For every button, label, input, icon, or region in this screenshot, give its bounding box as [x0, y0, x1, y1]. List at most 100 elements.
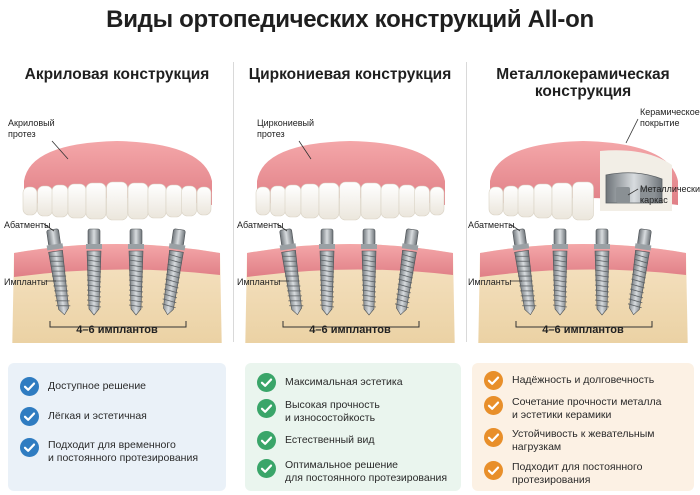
- implant-thread: [319, 269, 335, 273]
- label-implants: Импланты: [468, 277, 512, 287]
- tooth: [106, 181, 128, 221]
- page-title: Виды ортопедических конструкций All-on: [106, 6, 594, 33]
- tooth: [398, 184, 416, 218]
- check-icon: [257, 431, 276, 450]
- implant-thread: [319, 259, 335, 263]
- implant-thread: [86, 264, 102, 268]
- implant-thread: [361, 254, 377, 258]
- tooth: [533, 183, 553, 219]
- abutment: [279, 228, 294, 247]
- implant-thread: [399, 273, 413, 279]
- implant-thread: [594, 294, 610, 298]
- metal-frame-post: [616, 187, 630, 203]
- label-implants: Импланты: [237, 277, 281, 287]
- implant-screw: [163, 249, 184, 316]
- implant-thread: [594, 264, 610, 268]
- implant-thread: [128, 294, 144, 298]
- implant-thread: [552, 269, 568, 273]
- abutment: [404, 228, 419, 247]
- tooth: [318, 182, 340, 220]
- implant-thread: [51, 275, 67, 277]
- implant-thread: [361, 269, 377, 273]
- implant: [394, 228, 419, 316]
- label-abutments: Абатменты: [468, 220, 515, 230]
- implant-bracket: [515, 321, 653, 328]
- implant-thread: [520, 290, 535, 292]
- implant-thread: [167, 263, 182, 269]
- implant-thread: [51, 270, 66, 272]
- implant-thread: [319, 304, 335, 308]
- check-icon: [484, 461, 503, 480]
- implant-thread: [594, 254, 610, 258]
- implant-thread: [361, 259, 377, 263]
- implant-thread: [288, 300, 303, 302]
- implant-count: 4–6 имплантов: [309, 324, 391, 336]
- tooth: [503, 185, 519, 217]
- implant-thread: [54, 290, 69, 292]
- implant-thread: [319, 284, 335, 288]
- implant-screw: [128, 250, 144, 316]
- implant-thread: [86, 294, 102, 298]
- tooth: [572, 181, 594, 221]
- check-icon: [20, 438, 39, 457]
- implant-thread: [86, 269, 102, 273]
- implant-thread: [552, 279, 568, 283]
- zirconia-prosthesis-illustration: [245, 140, 455, 343]
- tooth: [67, 183, 87, 219]
- check-icon: [257, 459, 276, 478]
- implant-thread: [401, 258, 415, 264]
- label-implants: Импланты: [4, 277, 48, 287]
- implant-thread: [394, 303, 409, 309]
- implant-thread: [361, 299, 377, 303]
- implant-thread: [517, 275, 533, 277]
- abutment-collar: [634, 243, 652, 251]
- implant-thread: [289, 305, 304, 307]
- implant-screw: [361, 250, 377, 316]
- implant-thread: [552, 274, 568, 278]
- implant: [128, 228, 144, 316]
- implant-bracket: [49, 321, 187, 328]
- implant-thread: [397, 283, 412, 289]
- implant-thread: [163, 288, 178, 294]
- tooth: [517, 184, 535, 218]
- metal-ceramic-prosthesis-illustration: [478, 118, 688, 343]
- implant-thread: [552, 284, 568, 288]
- label-abutments: Абатменты: [4, 220, 51, 230]
- abutment: [129, 228, 143, 246]
- implant: [279, 228, 304, 316]
- implant-thread: [86, 304, 102, 308]
- implant: [46, 228, 71, 316]
- implant-thread: [319, 279, 335, 283]
- tooth: [165, 184, 183, 218]
- implant-thread: [168, 258, 182, 264]
- abutment-collar: [552, 244, 568, 249]
- implant-thread: [86, 284, 102, 288]
- implant-screw: [396, 249, 417, 316]
- column-title: Циркониевая конструкция: [248, 66, 452, 83]
- implant-thread: [516, 265, 531, 267]
- label-acrylic-prosthesis: Акриловый протез: [8, 118, 55, 139]
- implant-thread: [594, 284, 610, 288]
- implant-thread: [628, 298, 643, 304]
- implant-thread: [86, 259, 102, 263]
- tooth: [360, 182, 382, 220]
- abutment: [512, 228, 527, 247]
- abutment: [637, 228, 652, 247]
- implant-thread: [401, 253, 416, 259]
- abutment: [87, 228, 101, 246]
- implant-thread: [594, 274, 610, 278]
- abutment-collar: [512, 243, 530, 251]
- implant-thread: [552, 254, 568, 258]
- tooth: [414, 185, 430, 217]
- check-icon: [484, 396, 503, 415]
- implant-thread: [128, 284, 144, 288]
- implant-thread: [361, 264, 377, 268]
- tooth: [300, 183, 320, 219]
- metal-frame-post: [640, 187, 654, 203]
- implant-thread: [128, 304, 144, 308]
- check-icon: [257, 399, 276, 418]
- benefits-panel: Доступное решение Лёгкая и эстетичная По…: [8, 363, 226, 491]
- implant-thread: [128, 269, 144, 273]
- tooth: [488, 186, 504, 216]
- label-zirconia-prosthesis: Циркониевый протез: [257, 118, 315, 139]
